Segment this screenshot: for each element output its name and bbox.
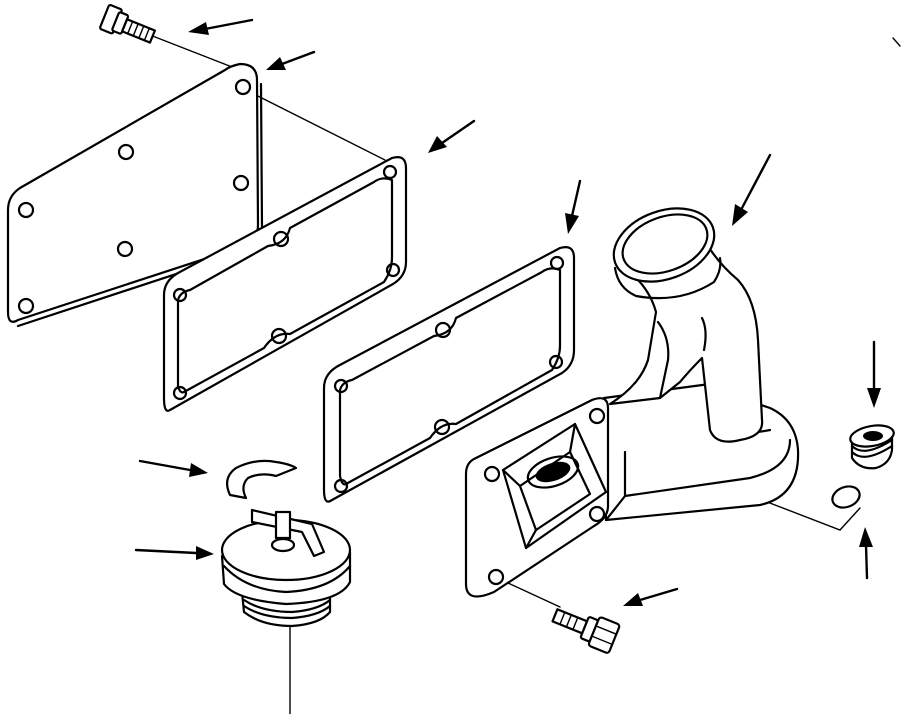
- arrow-filler-tube: [732, 153, 772, 226]
- arrow-drain-plug: [867, 340, 881, 408]
- arrow-cover-plate: [266, 50, 316, 70]
- o-ring: [831, 485, 861, 509]
- gasket-upper: [162, 156, 408, 412]
- snap-ring: [225, 459, 298, 500]
- gasket-lower: [322, 246, 576, 503]
- arrow-cover-bolt: [188, 18, 254, 35]
- arrow-gasket-lower: [565, 179, 582, 234]
- arrow-gasket-upper: [428, 119, 476, 153]
- filler-cap: [220, 508, 352, 628]
- callout-arrows: [134, 18, 881, 606]
- arrow-snap-ring: [138, 459, 208, 477]
- arrow-o-ring: [859, 527, 873, 580]
- drain-plug: [849, 424, 895, 470]
- cover-bolt: [99, 4, 156, 44]
- mounting-bolt: [551, 608, 621, 654]
- arrow-mounting-bolt: [623, 587, 679, 606]
- arrow-filler-cap: [134, 546, 214, 560]
- housing: [464, 207, 800, 598]
- corner-mark: [892, 37, 901, 47]
